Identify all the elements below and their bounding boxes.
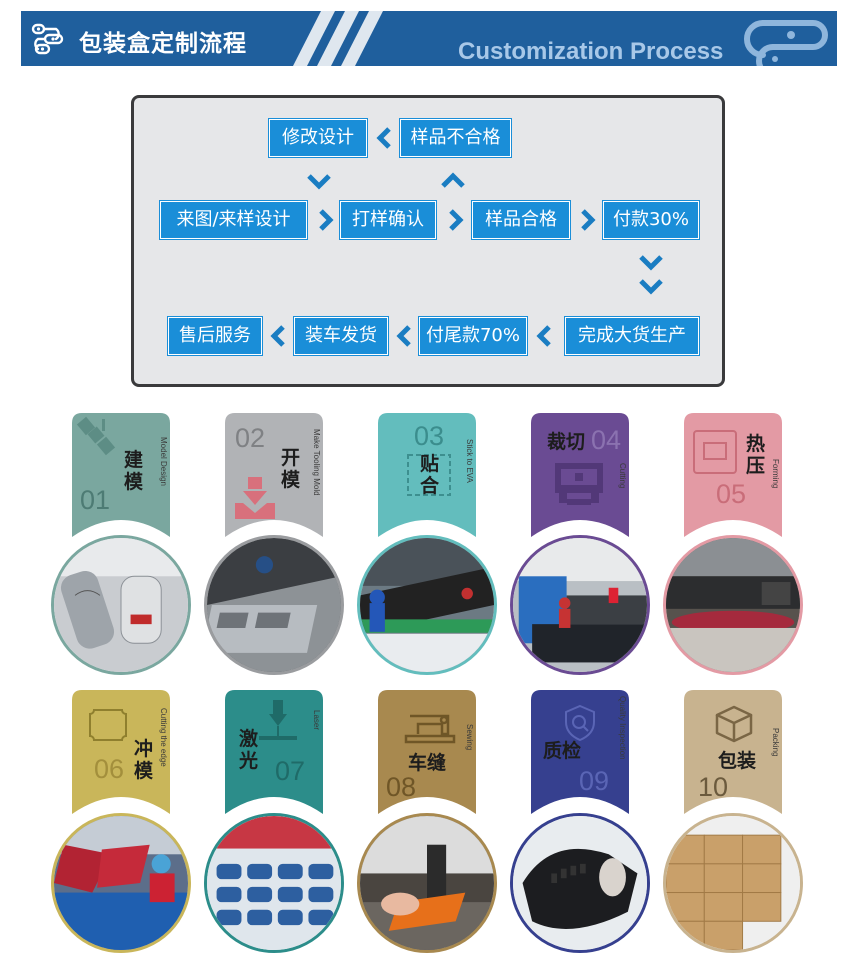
process-card-03: 03 贴合 Stick to EVA [378, 413, 476, 537]
arrow-right-icon [319, 209, 334, 231]
process-number: 08 [386, 772, 417, 802]
process-number: 09 [579, 766, 610, 796]
process-cycle-icon [31, 23, 64, 55]
arrow-up-icon [441, 172, 465, 188]
step-payment-70: 付尾款70% [419, 317, 527, 355]
process-photo-02 [204, 535, 344, 675]
process-label-en: Cutting the edge [159, 708, 168, 767]
press-form-icon [693, 430, 737, 474]
cutting-machine-icon [555, 463, 603, 505]
process-label-en: Make Tooling Mold [312, 429, 321, 496]
laser-icon [259, 700, 297, 740]
arrow-down-icon [639, 279, 663, 295]
header-subtitle: Customization Process [458, 38, 724, 65]
process-label-cn: 贴合 [420, 453, 440, 497]
inspection-shield-icon [565, 704, 595, 742]
process-label-cn: 热压 [746, 433, 766, 477]
sewing-machine-icon [404, 714, 456, 744]
process-label-cn: 裁切 [547, 431, 586, 453]
process-label-en: Quality Inspection [618, 696, 627, 760]
process-card-10: 包装 10 Packing [684, 690, 782, 814]
process-photo-09 [510, 813, 650, 953]
flow-panel: 修改设计 样品不合格 来图/来样设计 打样确认 样品合格 付款30% 售后服务 … [131, 95, 725, 387]
process-card-08: 车缝 08 Sewing [378, 690, 476, 814]
process-photo-10 [663, 813, 803, 953]
header-bar: 包装盒定制流程 Customization Process [21, 11, 837, 66]
process-label-cn: 质检 [543, 740, 582, 762]
process-photo-05 [663, 535, 803, 675]
process-label-en: Stick to EVA [465, 439, 474, 483]
process-label-cn: 激光 [239, 728, 259, 772]
process-label-cn: 包装 [718, 750, 757, 772]
arrow-down-icon [307, 174, 331, 190]
step-shipping: 装车发货 [294, 317, 388, 355]
header-title: 包装盒定制流程 [79, 31, 247, 57]
process-number: 06 [94, 754, 125, 784]
process-card-06: 冲模 06 Cutting the edge [72, 690, 170, 814]
arrow-right-icon [449, 209, 464, 231]
arrow-right-icon [581, 209, 596, 231]
bonding-icon [407, 454, 451, 496]
header-cycle-decoration [744, 20, 828, 66]
process-photo-06 [51, 813, 191, 953]
process-label-cn: 冲模 [134, 738, 154, 782]
step-payment-30: 付款30% [603, 201, 699, 239]
box-icon [715, 705, 753, 743]
process-label-en: Sewing [465, 724, 474, 751]
step-sample-confirm: 打样确认 [340, 201, 436, 239]
step-sample-fail: 样品不合格 [400, 119, 511, 157]
process-card-09: 质检 09 Quality Inspection [531, 690, 629, 814]
process-label-en: Model Design [159, 437, 168, 486]
process-card-04: 裁切 04 Cutting [531, 413, 629, 537]
process-number: 04 [591, 425, 622, 455]
process-label-cn: 建模 [124, 449, 144, 493]
process-label-en: Laser [312, 710, 321, 731]
process-card-05: 热压 05 Forming [684, 413, 782, 537]
process-photo-03 [357, 535, 497, 675]
process-number: 07 [275, 756, 306, 786]
step-modify-design: 修改设计 [269, 119, 367, 157]
arrow-left-icon [536, 325, 551, 347]
process-photo-04 [510, 535, 650, 675]
process-card-01: 建模 01 Model Design [72, 413, 170, 537]
process-number: 05 [716, 479, 747, 509]
process-card-07: 激光 07 Laser [225, 690, 323, 814]
step-aftersale: 售后服务 [168, 317, 262, 355]
process-photo-08 [357, 813, 497, 953]
process-photo-01 [51, 535, 191, 675]
process-label-cn: 开模 [281, 447, 301, 491]
mold-press-icon [235, 477, 275, 519]
step-sample-pass: 样品合格 [472, 201, 570, 239]
process-photo-07 [204, 813, 344, 953]
process-label-en: Cutting [618, 463, 627, 489]
process-number: 01 [80, 485, 111, 515]
step-design-input: 来图/来样设计 [160, 201, 307, 239]
process-number: 02 [235, 423, 266, 453]
arrow-left-icon [376, 127, 391, 149]
process-label-en: Forming [771, 459, 780, 489]
process-number: 03 [414, 421, 445, 451]
process-label-en: Packing [771, 728, 780, 757]
arrow-down-icon [639, 255, 663, 271]
step-production: 完成大货生产 [565, 317, 699, 355]
satellite-icon [76, 416, 116, 456]
header-stripes [293, 11, 383, 66]
arrow-left-icon [396, 325, 411, 347]
process-label-cn: 车缝 [408, 752, 447, 774]
process-number: 10 [698, 772, 729, 802]
process-card-02: 02 开模 Make Tooling Mold [225, 413, 323, 537]
arrow-left-icon [270, 325, 285, 347]
die-cut-icon [89, 709, 127, 741]
